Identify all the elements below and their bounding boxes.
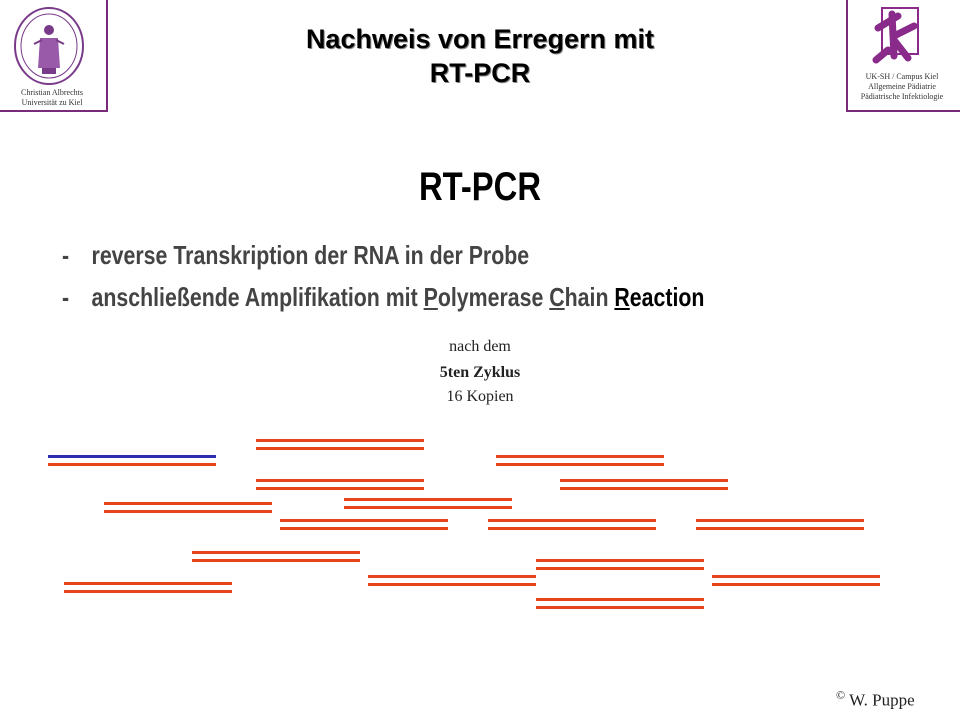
header-title-line1: Nachweis von Erregern mit bbox=[305, 24, 655, 54]
dna-copy bbox=[536, 559, 704, 570]
header-title-line2: RT-PCR bbox=[429, 58, 531, 88]
dna-strand bbox=[192, 551, 360, 554]
dna-strand bbox=[712, 575, 880, 578]
dna-copy bbox=[256, 439, 424, 450]
university-seal-logo bbox=[14, 7, 84, 85]
clinic-logo bbox=[872, 7, 919, 64]
cycle-note-line1: nach dem bbox=[449, 338, 511, 355]
cycle-note-line3: 16 Kopien bbox=[446, 388, 514, 405]
header-divider-right bbox=[846, 0, 848, 110]
dna-strand bbox=[368, 575, 536, 578]
dna-strand bbox=[104, 502, 272, 505]
dna-strand bbox=[488, 527, 656, 530]
bullet-dash: - bbox=[62, 282, 70, 312]
acronym-letter-p: P bbox=[423, 282, 438, 312]
slide-title: RT-PCR bbox=[418, 165, 542, 209]
bullet-dash: - bbox=[62, 240, 70, 270]
dna-copy bbox=[64, 582, 232, 593]
header-rule-left bbox=[0, 110, 108, 112]
dna-strand bbox=[280, 519, 448, 522]
dna-copy bbox=[496, 455, 664, 466]
clinic-name: UK-SH / Campus Kiel Allgemeine Pädiatrie… bbox=[846, 72, 958, 102]
bullet-text-part: eaction bbox=[629, 282, 705, 312]
cycle-note-line2: 5ten Zyklus bbox=[439, 364, 521, 381]
bullet-text-part: hain bbox=[564, 282, 615, 312]
dna-strand bbox=[280, 527, 448, 530]
dna-strand bbox=[344, 498, 512, 501]
university-name: Christian Albrechts Universität zu Kiel bbox=[2, 88, 102, 108]
dna-copy bbox=[696, 519, 864, 530]
dna-copy bbox=[192, 551, 360, 562]
dna-strand bbox=[488, 519, 656, 522]
dna-strand bbox=[48, 463, 216, 466]
dna-copy bbox=[488, 519, 656, 530]
dna-strand bbox=[496, 463, 664, 466]
header-rule-right bbox=[846, 110, 960, 112]
acronym-letter-r: R bbox=[614, 282, 630, 312]
dna-strand bbox=[192, 559, 360, 562]
author-name: W. Puppe bbox=[849, 690, 915, 710]
dna-copy bbox=[280, 519, 448, 530]
clinic-name-line2: Allgemeine Pädiatrie bbox=[868, 82, 936, 91]
dna-strand bbox=[64, 582, 232, 585]
dna-copy bbox=[104, 502, 272, 513]
dna-strand bbox=[104, 510, 272, 513]
dna-copy bbox=[368, 575, 536, 586]
dna-copy bbox=[344, 498, 512, 509]
copyright-symbol: © bbox=[836, 688, 846, 702]
bullet-amplification: -anschließende Amplifikation mit Polymer… bbox=[62, 282, 704, 313]
university-name-line1: Christian Albrechts bbox=[21, 88, 83, 97]
dna-copy bbox=[712, 575, 880, 586]
dna-strand bbox=[560, 487, 728, 490]
copyright: ©W. Puppe bbox=[836, 688, 915, 711]
dna-strand bbox=[496, 455, 664, 458]
dna-strand bbox=[64, 590, 232, 593]
header-title: Nachweis von Erregern mit RT-PCR bbox=[120, 22, 840, 90]
dna-strand bbox=[368, 583, 536, 586]
dna-strand bbox=[712, 583, 880, 586]
dna-strand bbox=[536, 598, 704, 601]
university-name-line2: Universität zu Kiel bbox=[21, 98, 83, 107]
dna-strand bbox=[256, 439, 424, 442]
dna-strand bbox=[536, 606, 704, 609]
dna-copy bbox=[536, 598, 704, 609]
rna-strand bbox=[48, 455, 216, 458]
acronym-letter-c: C bbox=[549, 282, 565, 312]
dna-copy bbox=[256, 479, 424, 490]
rna-dna-hybrid bbox=[48, 455, 216, 466]
bullet-text-part: olymerase bbox=[437, 282, 550, 312]
dna-strand bbox=[536, 559, 704, 562]
dna-strand bbox=[536, 567, 704, 570]
dna-strand bbox=[256, 487, 424, 490]
bullet-text-part: anschließende Amplifikation mit bbox=[91, 282, 424, 312]
dna-strand bbox=[696, 519, 864, 522]
clinic-name-line1: UK-SH / Campus Kiel bbox=[865, 72, 939, 81]
dna-copy bbox=[560, 479, 728, 490]
dna-strand bbox=[344, 506, 512, 509]
dna-strand bbox=[696, 527, 864, 530]
header-divider-left bbox=[106, 0, 108, 110]
clinic-name-line3: Pädiatrische Infektiologie bbox=[860, 92, 944, 101]
dna-strand bbox=[256, 447, 424, 450]
dna-strand bbox=[560, 479, 728, 482]
bullet-text: reverse Transkription der RNA in der Pro… bbox=[91, 240, 530, 270]
dna-strand bbox=[256, 479, 424, 482]
bullet-reverse-transcription: -reverse Transkription der RNA in der Pr… bbox=[62, 240, 529, 271]
